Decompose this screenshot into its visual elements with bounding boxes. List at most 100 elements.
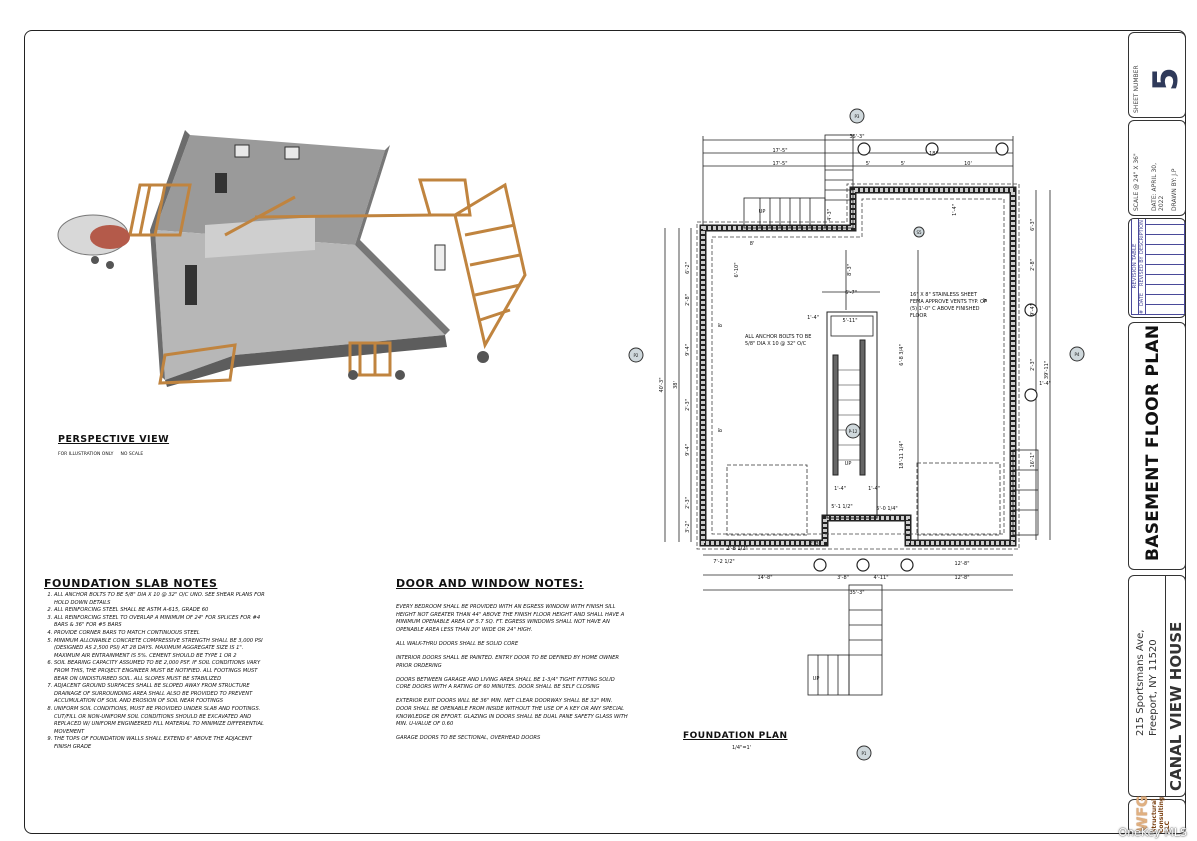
boat [90,225,130,249]
dim: 2'-3" [685,497,691,509]
note-paragraph: DOORS BETWEEN GARAGE AND LIVING AREA SHA… [396,676,615,691]
dim: 9'-4" [685,444,691,456]
dim: 4'-11" [873,575,888,581]
note-paragraph: EXTERIOR EXIT DOORS WILL BE 36" MIN. NET… [396,698,628,728]
dim: 6'-2" [685,262,691,274]
note-item: MINIMUM ALLOWABLE CONCRETE COMPRESSIVE S… [54,638,270,661]
dim: 2'-3" [685,399,691,411]
dim: 5'-1 1/2" [831,504,852,510]
note-paragraph: GARAGE DOORS TO BE SECTIONAL, OVERHEAD D… [396,735,541,742]
dim: 5' [901,161,906,167]
note-item: ALL REINFORCING STEEL TO OVERLAP A MINIM… [54,615,270,630]
dim: 16'-1" [1030,452,1036,467]
revision-header-row: # DATE REVISED BY DESCRIPTION [1139,219,1146,314]
dim: 6'-7" [845,290,857,296]
dim: 1'-4" [807,315,819,321]
date-text: DATE: APRIL 30, 2022 [1151,163,1165,211]
note-item: UNIFORM SOIL CONDITIONS, MUST BE PROVIDE… [54,706,270,736]
tag-left: P2 [634,353,639,358]
center-stair [826,311,878,519]
address-line-1: 215 Sportsmans Ave, [1135,629,1146,736]
project-box-divider [1165,576,1166,796]
window [434,244,446,271]
left-wall [150,130,190,380]
wood-decks [128,178,527,385]
dimension-labels: 35'-3" 17'-5" 17'-5" 18' 5' 5' 10' 6'-7"… [713,134,1051,682]
vertical-dimension-labels: 40'-3" 38' 6'-2" 2'-8" 9'-4" 2'-3" 9'-4"… [659,204,1050,533]
up-label: UP [759,209,766,215]
dim: 10' [964,161,972,167]
revision-col: REVISED BY [1139,256,1145,286]
note-item: ALL REINFORCING STEEL SHALL BE ASTM A-61… [54,607,270,615]
foundation-notes-list: ALL ANCHOR BOLTS TO BE 5/8" DIA X 10 @ 3… [44,592,270,751]
plan-title: FOUNDATION PLAN [683,731,788,741]
tag-labels: P3 P2 P4 P1 P-12 S5 [634,114,1080,756]
tag-top: P3 [855,114,860,119]
dim: 8'-3" [847,264,853,276]
garage-outlines [726,462,1001,536]
piles [813,142,1038,572]
exterior-stairs [743,134,1039,696]
dim: 2'-3" [1030,359,1036,371]
note-item: ADJACENT GROUND SURFACES SHALL BE SLOPED… [54,683,270,706]
logo-box: WFG Structural Consulting LLC [1128,796,1186,834]
tag-right: P4 [1075,352,1080,357]
perspective-render [57,130,527,387]
dimension-lines [664,136,1051,591]
dim: 1'-4" [1039,381,1051,387]
tag-bottom: P1 [862,751,867,756]
address-line-2: Freeport, NY 11520 [1148,639,1159,736]
dim: 35'-3" [849,590,864,596]
revision-col: DATE [1139,292,1145,306]
dim: 5'-0 1/4" [876,506,897,512]
dim: 6'-3" [1030,219,1036,231]
dim: 7'-2 1/2" [713,559,734,565]
note-item: SOIL BEARING CAPACITY ASSUMED TO BE 2,00… [54,660,270,683]
basement-floor [155,230,445,380]
dim: 3'-8" [837,575,849,581]
house-3d-model [57,130,527,387]
perspective-subtitle: FOR ILLUSTRATION ONLY NO SCALE [58,452,144,457]
dim: 6'-10" [734,262,740,277]
dim: 1'-4" [868,486,880,492]
revision-col: # [1139,309,1145,314]
drawn-by-text: DRAWN BY: J.P [1171,168,1178,211]
dim: 17'-5" [772,148,787,154]
dim: 4'-3" [827,209,833,221]
window [284,146,300,160]
window [215,173,227,193]
dim: 8' [718,323,724,328]
anchor-bolt-callout: ALL ANCHOR BOLTS TO BE 5/8" DIA X 10 @ 3… [745,334,812,347]
window [234,144,250,158]
tag-center: P-12 [849,429,858,434]
revision-table: REVISION TABLE # DATE REVISED BY DESCRIP… [1128,218,1186,318]
dim: 35'-3" [849,134,864,140]
dim: 2'-8" [1030,259,1036,271]
note-item: THE TOPS OF FOUNDATION WALLS SHALL EXTEN… [54,736,270,751]
dim: 2'-8" [685,294,691,306]
sheet-title-box: BASEMENT FLOOR PLAN [1128,322,1186,570]
dim: 14'-8" [757,575,772,581]
up-label: UP [845,461,852,467]
dim: 1'-4" [952,204,958,216]
dim: 9'-4" [1030,304,1036,316]
interior-partition [205,217,315,258]
dim: 2'-8 1/2" [726,546,747,552]
note-paragraph: INTERIOR DOORS SHALL BE PAINTED. ENTRY D… [396,654,620,669]
foundation-walls [696,183,1020,550]
project-box: 215 Sportsmans Ave, Freeport, NY 11520 C… [1128,575,1186,797]
dim: 8' [983,298,989,303]
dim: 18' [929,151,937,157]
dim: 8' [718,428,724,433]
dim: 1'-4" [834,486,846,492]
dim: 6'-8 3/4" [899,344,905,365]
dim: 8' [750,241,755,247]
project-name: CANAL VIEW HOUSE [1167,621,1185,791]
dim: 3'-2" [685,521,691,533]
dim: 39'-11" [1044,361,1050,379]
dim: 5' [866,161,871,167]
dim: 40'-3" [659,377,665,392]
note-item: PROVIDE CORNER BARS TO MATCH CONTINUOUS … [54,630,270,638]
scale-date-box: SCALE @ 24" X 36" DATE: APRIL 30, 2022 D… [1128,120,1186,216]
